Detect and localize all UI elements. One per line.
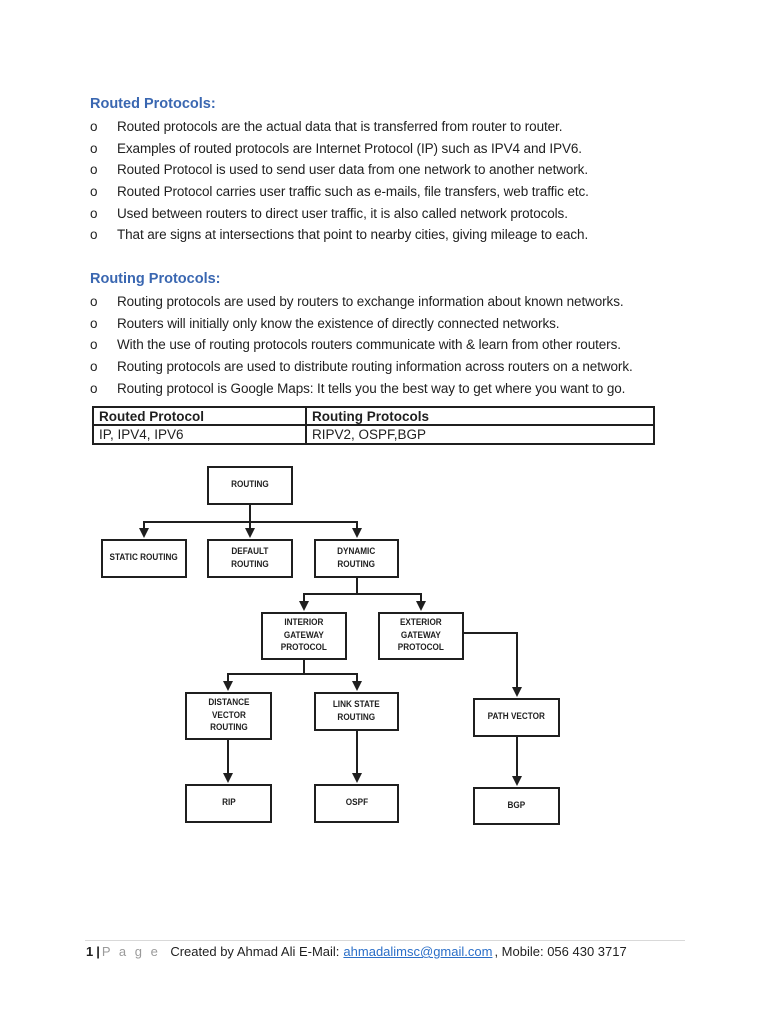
flow-node-ospf: OSPF (314, 784, 399, 823)
bullet-item: o Routing protocols are used by routers t… (90, 291, 690, 313)
table-header-routed-protocol: Routed Protocol (92, 406, 307, 426)
bullet-item: o Examples of routed protocols are Intern… (90, 138, 690, 160)
flow-node-label: LINK STATE ROUTING (333, 699, 380, 723)
bullet-item: o Routers will initially only know the ex… (90, 313, 690, 335)
flow-node-dynamic-routing: DYNAMIC ROUTING (314, 539, 399, 578)
flow-node-label: RIP (221, 797, 236, 809)
flow-node-label: ROUTING (231, 479, 269, 491)
page-footer: 1|P a g e Created by Ahmad Ali E-Mail:ahm… (86, 944, 627, 959)
table-cell-routing-values: RIPV2, OSPF,BGP (305, 424, 655, 445)
bullet-list-routing: o Routing protocols are used by routers t… (90, 291, 690, 399)
protocols-comparison-table: Routed Protocol Routing Protocols IP, IP… (92, 406, 655, 445)
flow-node-label: DISTANCE VECTOR ROUTING (207, 697, 250, 734)
flow-node-default-routing: DEFAULT ROUTING (207, 539, 293, 578)
flow-node-static-routing: STATIC ROUTING (101, 539, 187, 578)
bullet-item: o Routing protocols are used to distribut… (90, 356, 690, 378)
bullet-text: Routing protocols are used to distribute… (117, 359, 633, 375)
bullet-marker: o (90, 315, 98, 331)
flow-node-label: PATH VECTOR (487, 711, 546, 723)
bullet-text: Used between routers to direct user traf… (117, 205, 568, 221)
bullet-item: o Routed protocols are the actual data th… (90, 116, 690, 138)
bullet-marker: o (90, 205, 98, 221)
bullet-marker: o (90, 140, 98, 156)
bullet-text: With the use of routing protocols router… (117, 337, 621, 353)
footer-rule (85, 940, 685, 941)
flow-node-label: DEFAULT ROUTING (231, 546, 269, 570)
flow-node-interior-gateway-protocol: INTERIOR GATEWAY PROTOCOL (261, 612, 347, 660)
flow-node-routing: ROUTING (207, 466, 293, 505)
flow-node-label: OSPF (345, 797, 368, 809)
flow-node-label: STATIC ROUTING (109, 552, 179, 564)
bullet-marker: o (90, 337, 98, 353)
bullet-text: Examples of routed protocols are Interne… (117, 140, 582, 156)
connector-line (463, 632, 522, 697)
flow-node-path-vector: PATH VECTOR (473, 698, 560, 737)
flow-node-distance-vector-routing: DISTANCE VECTOR ROUTING (185, 692, 272, 740)
flow-node-label: INTERIOR GATEWAY PROTOCOL (280, 617, 328, 654)
bullet-item: o That are signs at intersections that po… (90, 224, 690, 246)
bullet-marker: o (90, 227, 98, 243)
bullet-text: Routing protocols are used by routers to… (117, 294, 624, 310)
footer-mobile-text: , Mobile: 056 430 3717 (494, 944, 627, 959)
table-row: IP, IPV4, IPV6 RIPV2, OSPF,BGP (92, 424, 655, 445)
bullet-marker: o (90, 294, 98, 310)
bullet-item: o Routed Protocol carries user traffic su… (90, 181, 690, 203)
bullet-list-routed: o Routed protocols are the actual data th… (90, 116, 690, 246)
bullet-text: Routed Protocol is used to send user dat… (117, 162, 588, 178)
email-link[interactable]: ahmadalimsc@gmail.com (343, 944, 493, 959)
bullet-text: Routing protocol is Google Maps: It tell… (117, 380, 626, 396)
bullet-marker: o (90, 162, 98, 178)
section-heading-routing-protocols: Routing Protocols: (90, 271, 221, 287)
footer-page-word: P a g e (101, 944, 161, 959)
table-header-routing-protocols: Routing Protocols (305, 406, 655, 426)
bullet-marker: o (90, 119, 98, 135)
bullet-item: o With the use of routing protocols route… (90, 334, 690, 356)
bullet-marker: o (90, 359, 98, 375)
flow-node-bgp: BGP (473, 787, 560, 825)
bullet-text: That are signs at intersections that poi… (117, 227, 589, 243)
table-cell-routed-values: IP, IPV4, IPV6 (92, 424, 307, 445)
bullet-text: Routed Protocol carries user traffic suc… (117, 184, 589, 200)
bullet-marker: o (90, 184, 98, 200)
bullet-item: o Routed Protocol is used to send user da… (90, 159, 690, 181)
bullet-item: o Routing protocol is Google Maps: It tel… (90, 377, 690, 399)
footer-divider: | (96, 944, 100, 959)
flow-node-rip: RIP (185, 784, 272, 823)
table-header-row: Routed Protocol Routing Protocols (92, 406, 655, 426)
flow-node-label: EXTERIOR GATEWAY PROTOCOL (397, 617, 445, 654)
flow-node-link-state-routing: LINK STATE ROUTING (314, 692, 399, 731)
bullet-item: o Used between routers to direct user tra… (90, 202, 690, 224)
page-number: 1 (86, 944, 94, 959)
bullet-text: Routers will initially only know the exi… (117, 315, 560, 331)
flow-node-label: BGP (507, 799, 526, 811)
bullet-text: Routed protocols are the actual data tha… (117, 119, 563, 135)
flow-node-exterior-gateway-protocol: EXTERIOR GATEWAY PROTOCOL (378, 612, 464, 660)
section-heading-routed-protocols: Routed Protocols: (90, 96, 216, 112)
flow-node-label: DYNAMIC ROUTING (337, 546, 376, 570)
footer-created-text: Created by Ahmad Ali E-Mail: (170, 944, 340, 959)
bullet-marker: o (90, 380, 98, 396)
